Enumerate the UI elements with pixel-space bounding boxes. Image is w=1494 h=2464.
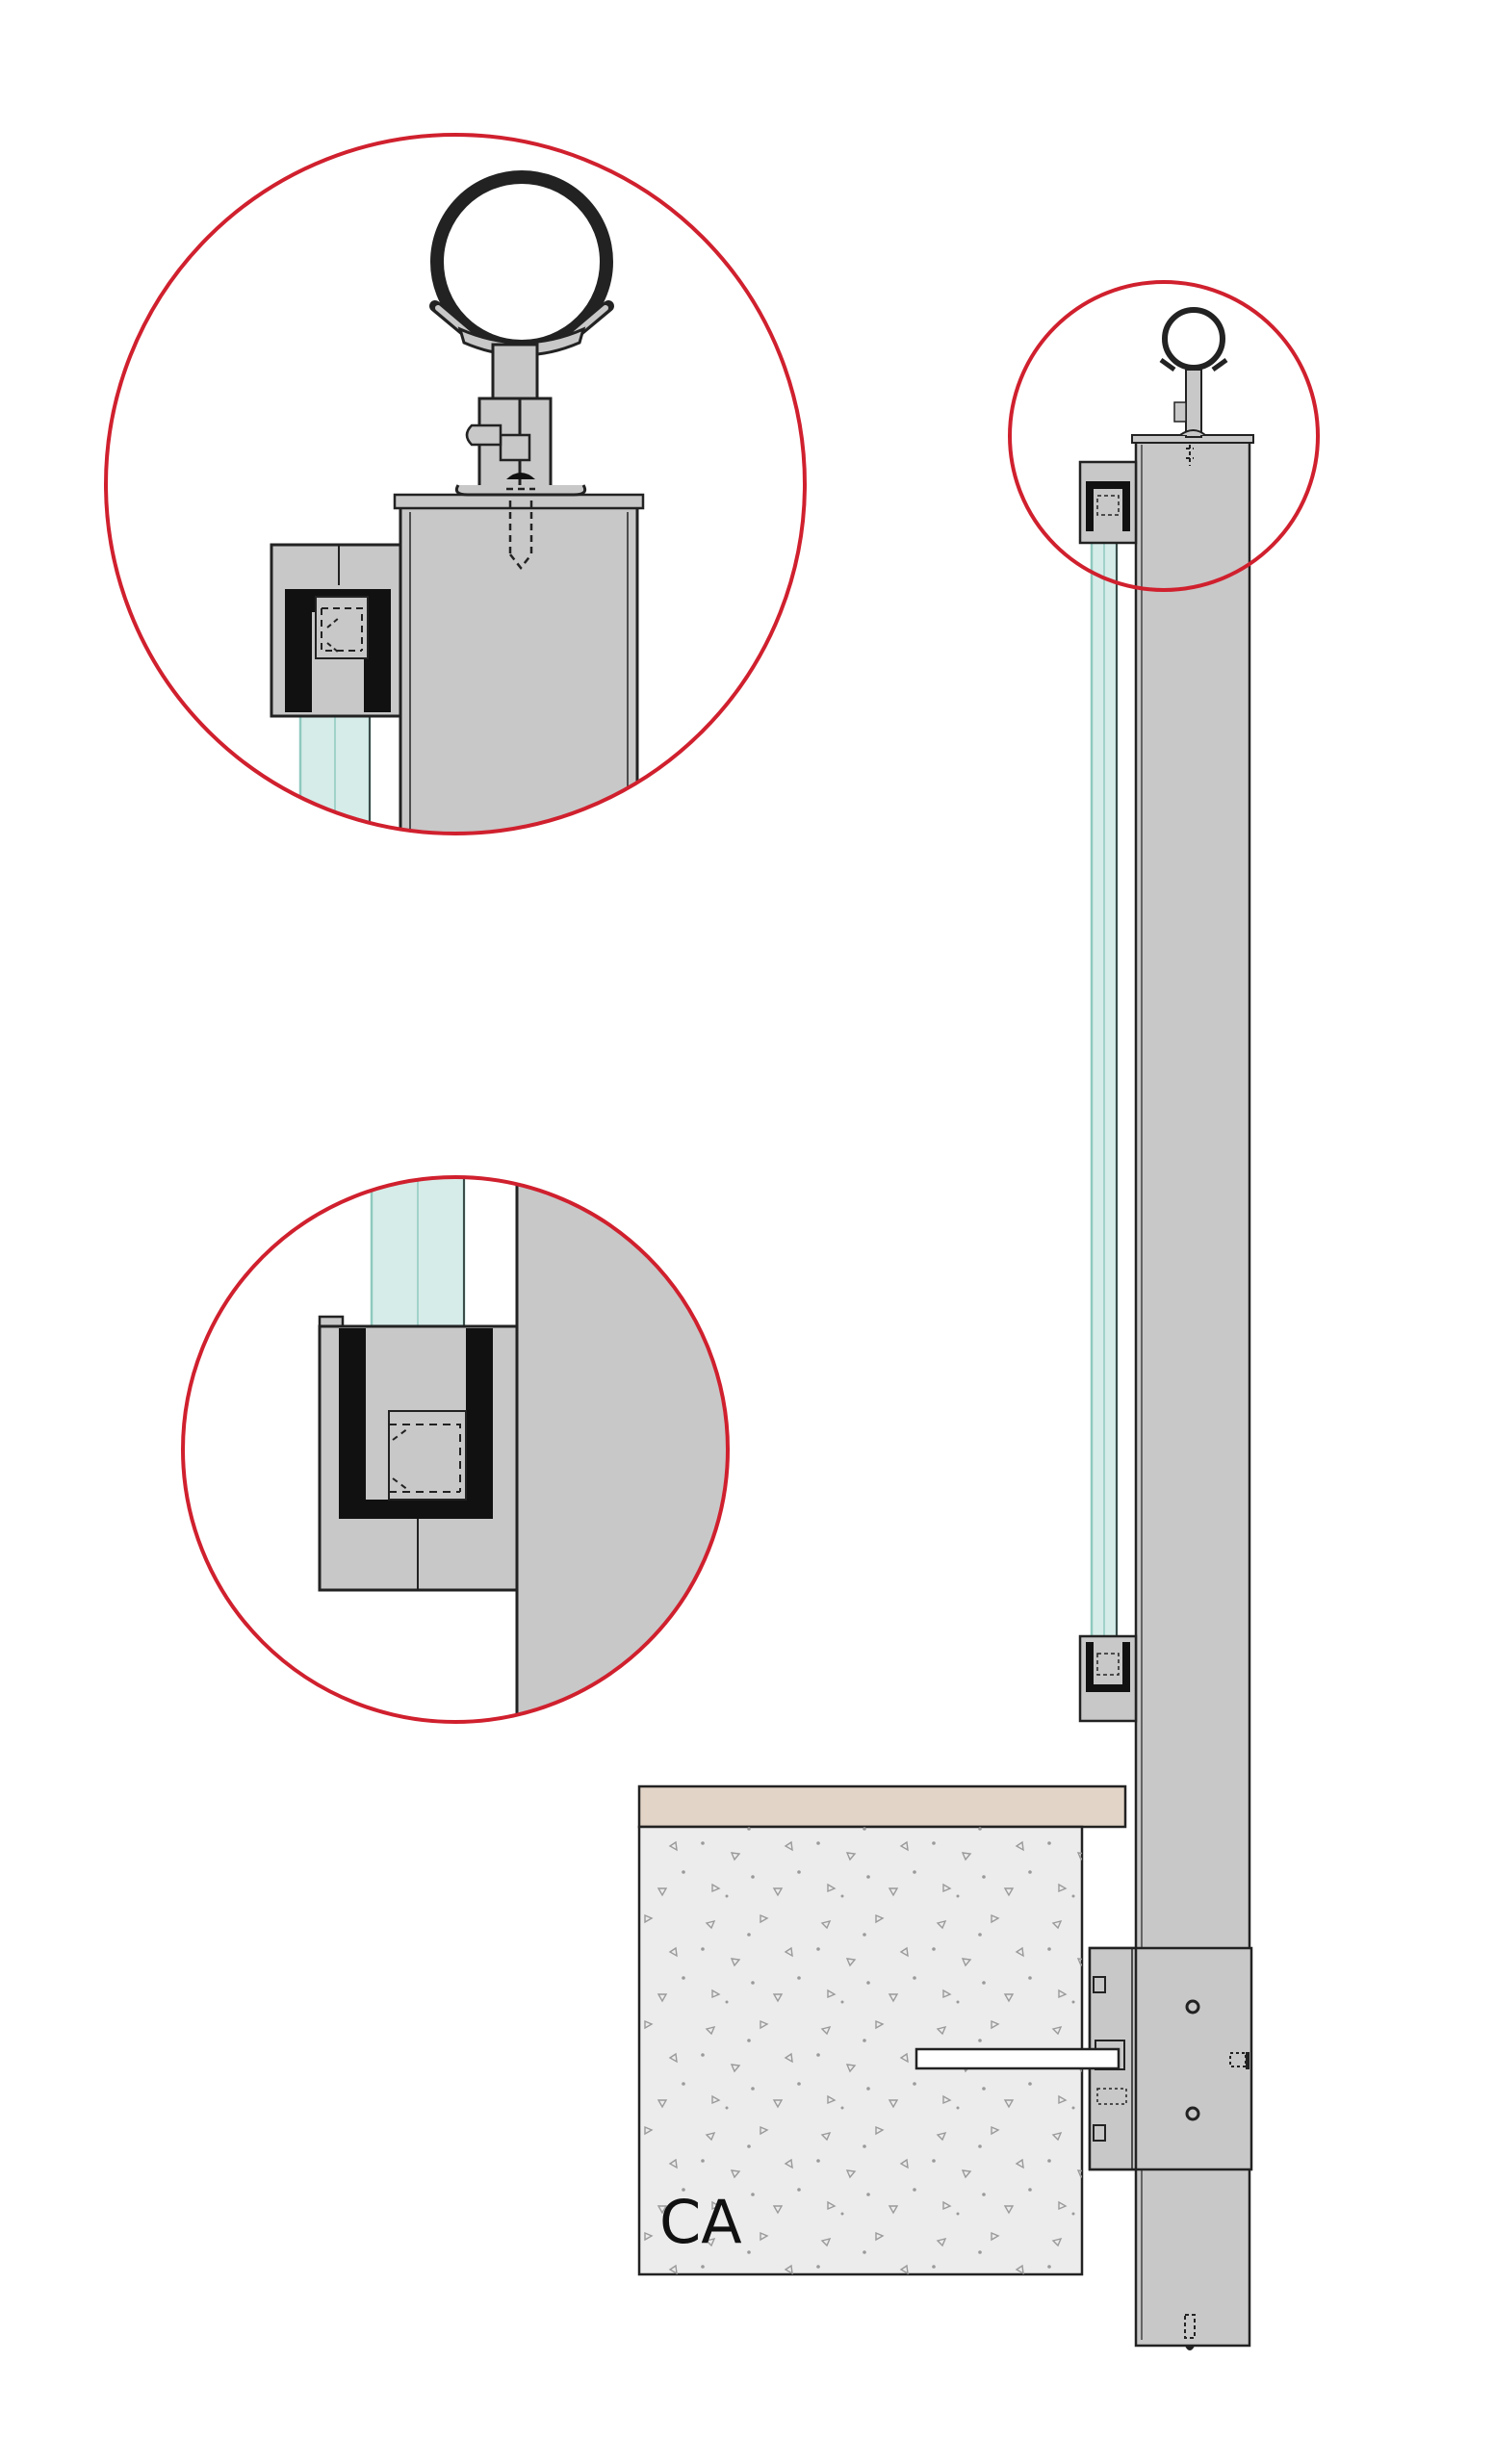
handrail-bracket [1185,369,1202,438]
handrail-tube [1162,307,1225,371]
glass-clamp-bottom [1078,1634,1138,1723]
detail-callout-circle [1008,280,1320,592]
detail-bottom-border [181,1175,730,1724]
main-section: CA [637,307,1254,2350]
handrail-main [1159,307,1228,438]
detail-top-handrail [104,133,807,835]
detail-top-border [104,133,807,835]
glass-panel [1090,479,1119,1657]
substrate-label: CA [659,2187,742,2257]
floor-finish [637,1784,1127,1829]
anchor-bolt [914,2047,1120,2070]
glass-clamp-top [1078,460,1138,545]
detail-handrail-tube [430,170,613,353]
detail-bottom-clamp [181,1175,730,1724]
